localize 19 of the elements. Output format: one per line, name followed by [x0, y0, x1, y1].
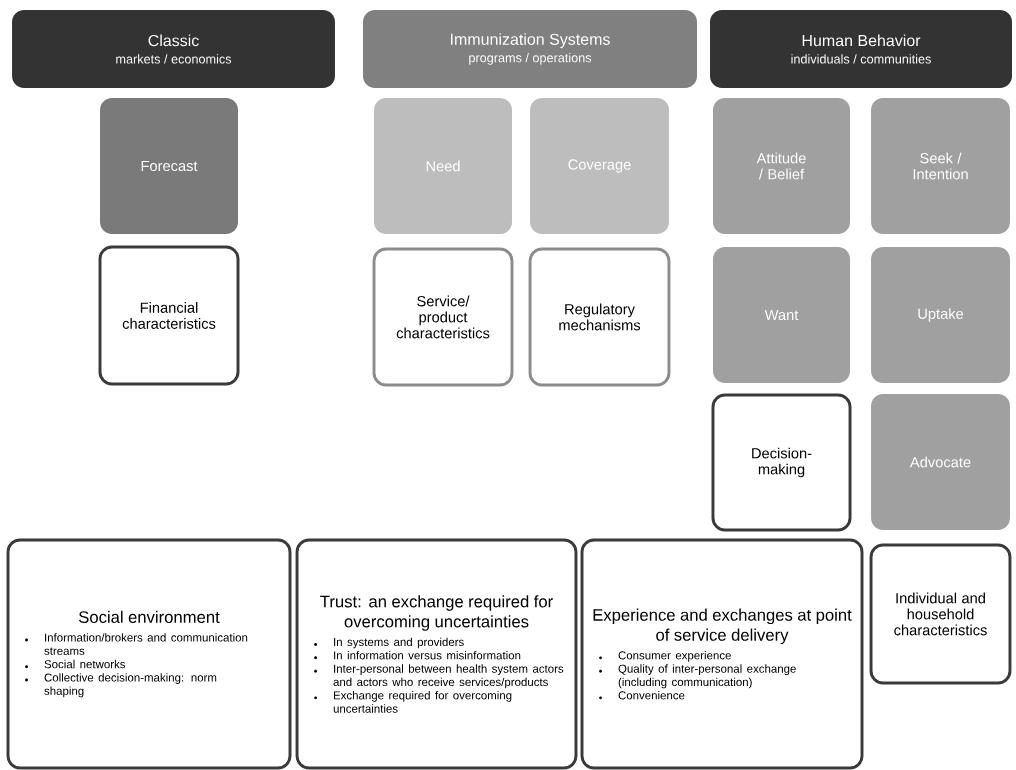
- header-box: Immunization Systems programs / operations: [363, 10, 697, 88]
- concept-tile: Advocate: [871, 394, 1010, 530]
- panel-box: Trust: an exchange required for overcoming uncertainties In systems and providers In information versus misinformation Inter-personal between health system actors and actors who receive services/products Exchange required for overcoming uncertainties: [295, 538, 578, 770]
- concept-tile: Forecast: [100, 98, 238, 234]
- outlined-box: Regulatory mechanisms: [528, 247, 671, 387]
- header-box: Human Behavior individuals / communities: [710, 10, 1012, 88]
- concept-tile: Seek / Intention: [871, 98, 1010, 234]
- concept-tile: Want: [712, 247, 851, 383]
- concept-tile: Uptake: [871, 247, 1010, 383]
- concept-tile: Coverage: [530, 98, 669, 234]
- panel-box: Social environment Information/brokers and communication streams Social networks Collective decision-making: norm shaping: [6, 538, 292, 770]
- outlined-box: Decision-making: [711, 393, 852, 532]
- outlined-box: Financial characteristics: [98, 245, 240, 386]
- panel-box: Experience and exchanges at point of service delivery Consumer experience Quality of inter-personal exchange (including communication) Convenience: [580, 538, 864, 770]
- concept-tile: Need: [374, 98, 512, 234]
- concept-tile: Attitude / Belief: [712, 98, 851, 234]
- header-box: Classic markets / economics: [12, 10, 335, 88]
- outlined-box: Individual and household characteristics: [869, 543, 1012, 685]
- outlined-box: Service/ product characteristics: [372, 247, 514, 387]
